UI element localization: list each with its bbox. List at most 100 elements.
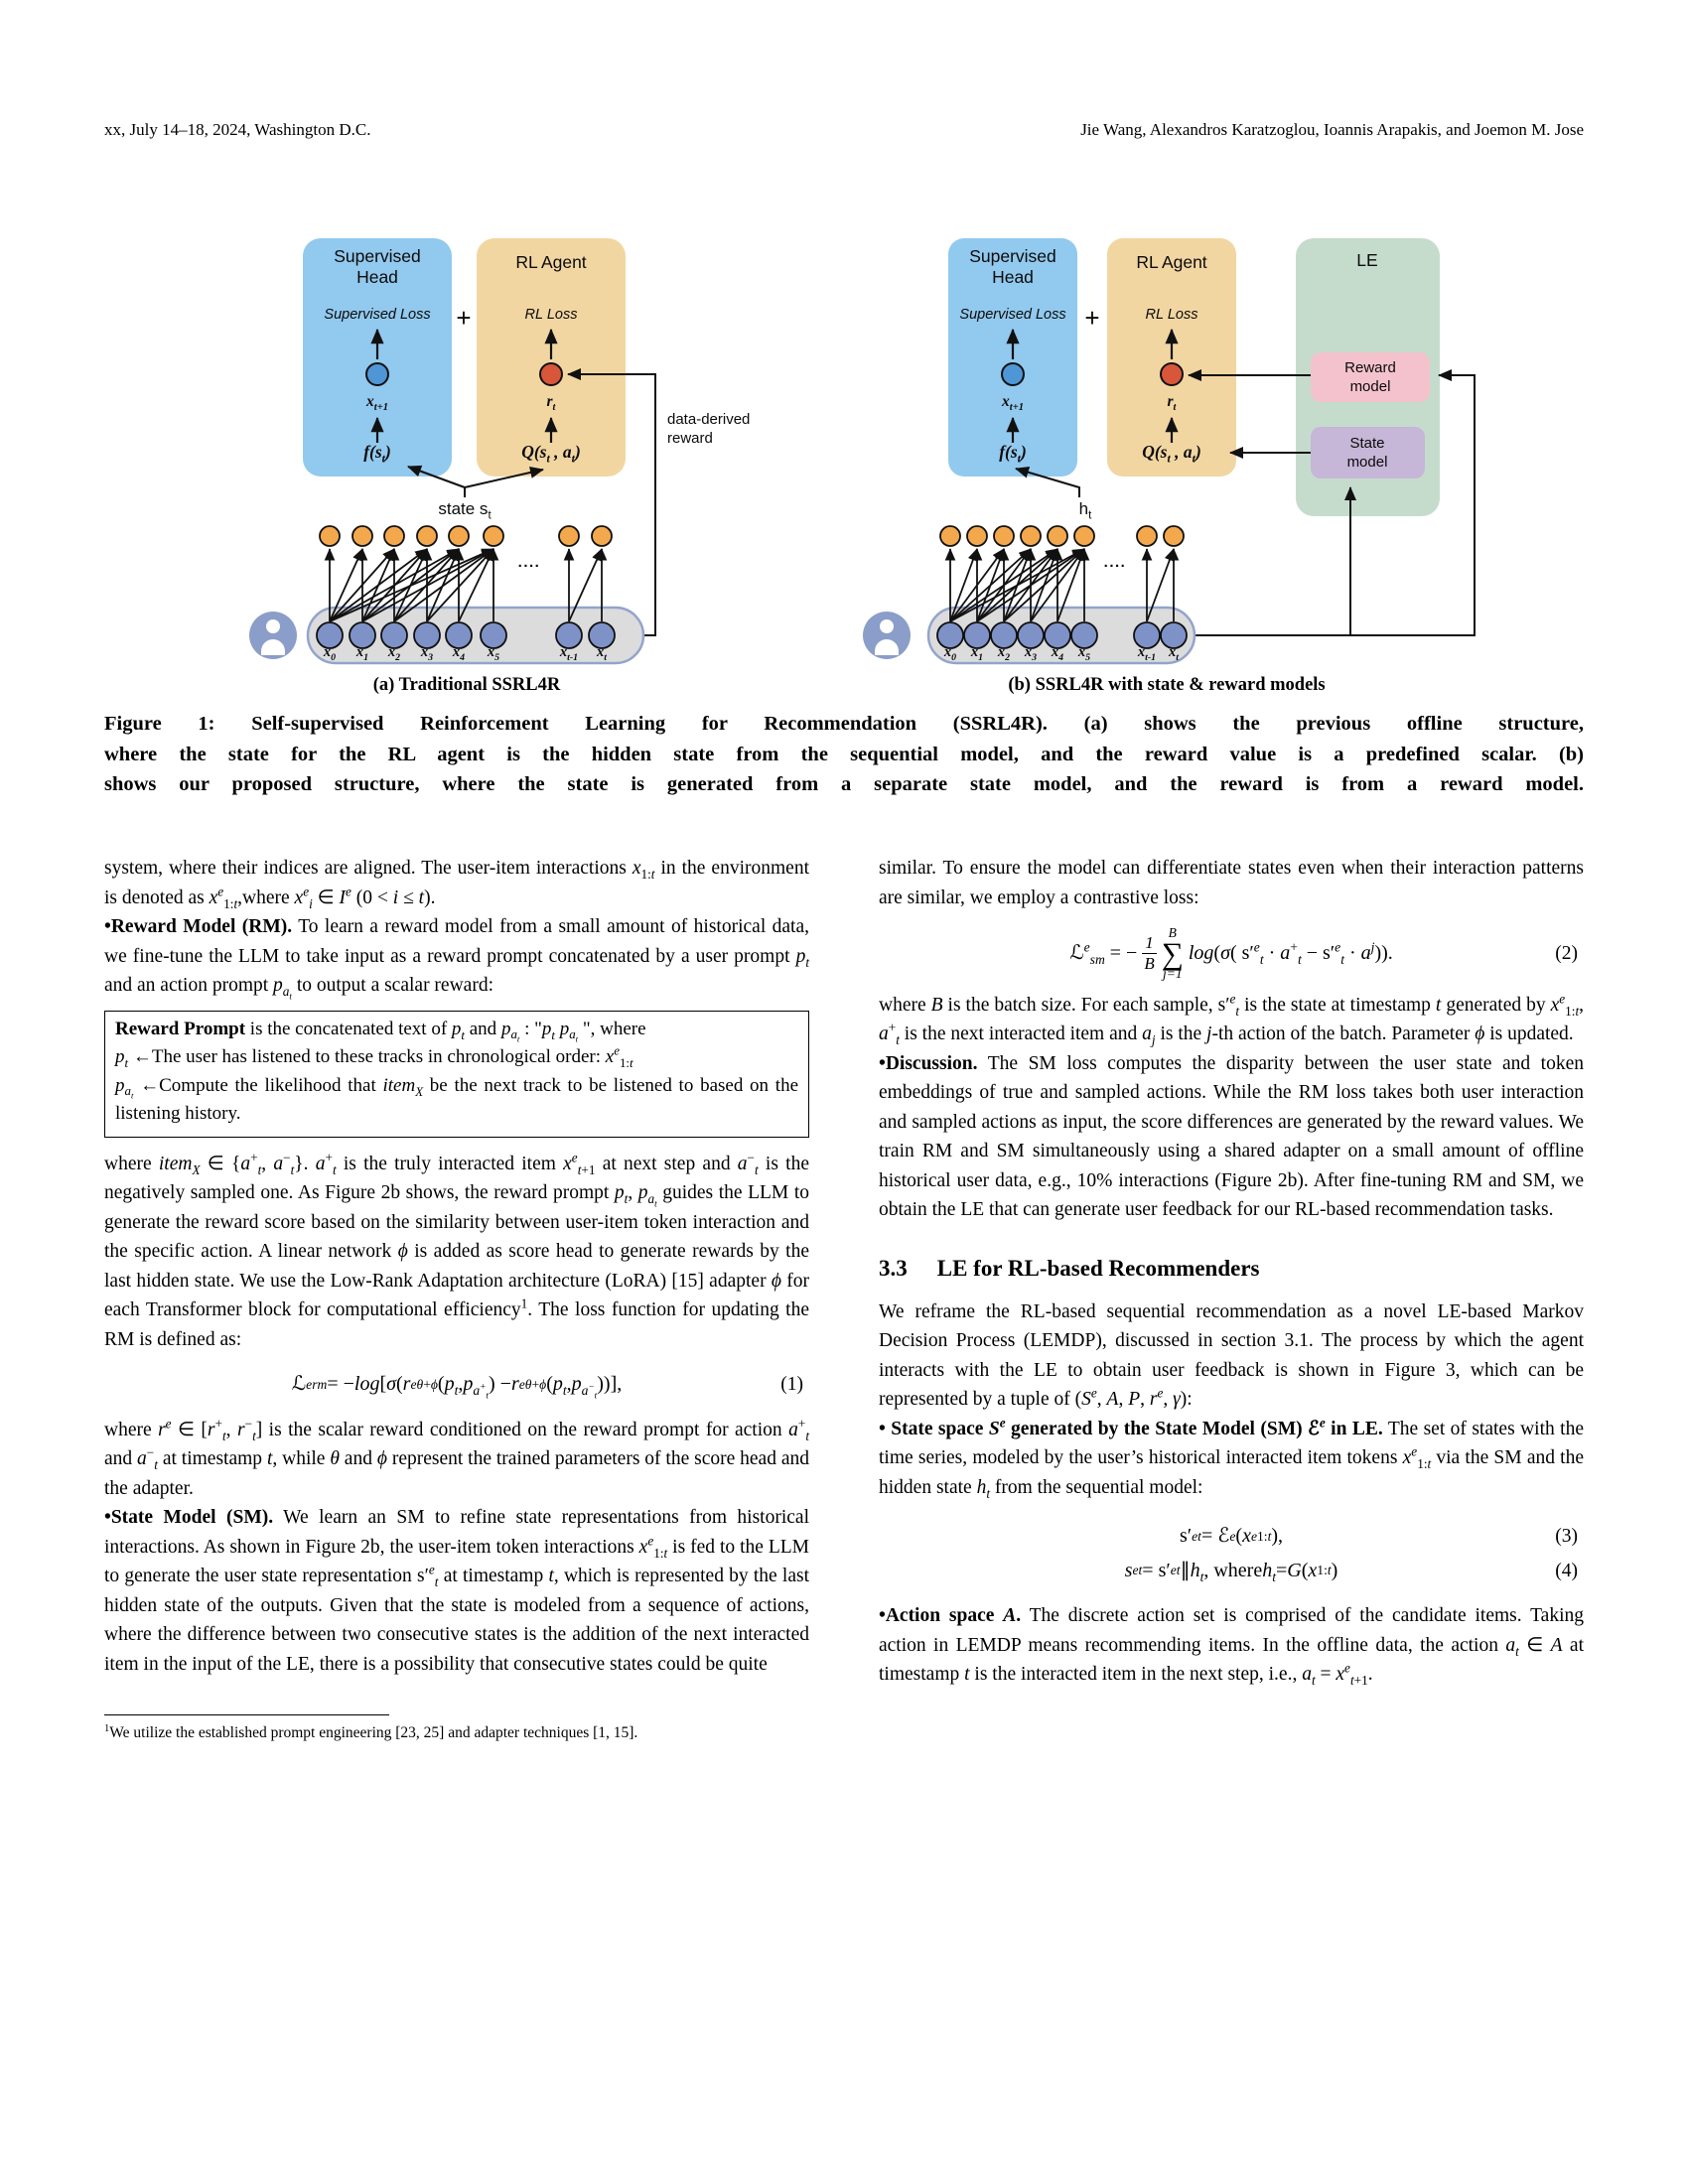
paragraph: system, where their indices are aligned.… [104, 858, 809, 911]
figure-caption-line: shows our proposed structure, where the … [104, 773, 1584, 795]
token-x2: x2 [387, 644, 401, 663]
q-fn-label: Q(st , at) [521, 442, 581, 466]
paragraph: similar. To ensure the model can differe… [879, 858, 1584, 908]
reward-value-label: rt [1167, 393, 1177, 414]
figure-caption-line: Figure 1: Self-supervised Reinforcement … [104, 713, 1584, 735]
footnote-rule [104, 1714, 389, 1715]
discussion-paragraph: •Discussion. The SM loss computes the di… [879, 1052, 1584, 1221]
supervised-node [365, 362, 389, 386]
supervised-loss-label: Supervised Loss [324, 307, 431, 323]
sigma-symbol: ∑ [1161, 935, 1184, 971]
token-x0: x0 [323, 644, 337, 663]
equation-2: ℒesm = − 1 B B ∑ j=1 log(σ( s′et · a+t −… [879, 926, 1584, 981]
token-x5: x5 [487, 644, 500, 663]
reward-model-paragraph: •Reward Model (RM). To learn a reward mo… [104, 916, 809, 1002]
equation-2-body: ℒesm = − 1 B B ∑ j=1 log(σ( s′et · a+t −… [1069, 926, 1393, 981]
equation-2-number: (2) [1555, 942, 1578, 964]
subfigure-a: Supervised Head Supervised Loss xt+1 f(s… [184, 208, 779, 705]
le-title: LE [1356, 250, 1378, 270]
input-tokens [936, 621, 1188, 649]
q-fn-label: Q(st , at) [1142, 442, 1201, 466]
equation-2-rhs: log(σ( s′et · a+t − s′et · aj)). [1188, 939, 1393, 967]
summation: B ∑ j=1 [1161, 925, 1184, 982]
token-x0: x0 [943, 644, 957, 663]
reward-model-label: Reward model [1344, 359, 1396, 395]
paragraph: We reframe the RL-based sequential recom… [879, 1300, 1584, 1411]
state-space-paragraph: • State space Se generated by the State … [879, 1415, 1585, 1501]
authors-header: Jie Wang, Alexandros Karatzoglou, Ioanni… [1080, 120, 1584, 139]
footnote: 1We utilize the established prompt engin… [104, 1722, 638, 1741]
reward-value-label: rt [546, 393, 556, 414]
reward-prompt-box: Reward Prompt is the concatenated text o… [104, 1010, 809, 1138]
token-xt: xt [1169, 644, 1179, 663]
state-model-box [1311, 427, 1425, 478]
equation-3-number: (3) [1555, 1526, 1578, 1548]
section-number: 3.3 [879, 1255, 908, 1281]
state-label: state st [438, 499, 492, 522]
ellipsis: .... [517, 554, 541, 571]
subfigure-b: Supervised Head Supervised Loss xt+1 f(s… [829, 208, 1504, 705]
token-xt-1: xt-1 [559, 644, 579, 663]
paragraph: where itemX ∈ {a+t, a−t}. a+t is the tru… [104, 1150, 810, 1350]
rl-agent-title: RL Agent [515, 252, 587, 272]
input-sequence-pill [306, 606, 645, 665]
output-tokens [319, 525, 613, 547]
data-derived-reward-line [567, 368, 656, 636]
user-icon [863, 612, 911, 659]
subfigure-a-graphics [249, 238, 656, 665]
reward-node [1160, 362, 1184, 386]
subfigure-b-graphics [863, 238, 1476, 665]
input-tokens [316, 621, 616, 649]
token-x3: x3 [1024, 644, 1038, 663]
figure-caption-line: where the state for the RL agent is the … [104, 743, 1584, 765]
plus-sign: + [456, 303, 472, 333]
equation-1-number: (1) [780, 1374, 803, 1395]
output-tokens [939, 525, 1185, 547]
next-item-label: xt+1 [366, 393, 388, 414]
supervised-loss-label: Supervised Loss [959, 307, 1066, 323]
supervised-fn-label: f(st) [999, 442, 1027, 466]
hidden-state-label: ht [1078, 499, 1092, 522]
supervised-fn-label: f(st) [363, 442, 391, 466]
token-x2: x2 [997, 644, 1011, 663]
rl-agent-title: RL Agent [1136, 252, 1207, 272]
state-model-label: State model [1346, 435, 1388, 471]
ellipsis: .... [1103, 554, 1127, 571]
reward-model-box [1311, 352, 1430, 402]
hidden-state-arrow [1015, 466, 1080, 497]
rl-loss-label: RL Loss [524, 307, 578, 323]
data-derived-reward-label: data-derived reward [667, 411, 751, 447]
token-x3: x3 [420, 644, 434, 663]
equation-2-lhs: ℒesm = − [1069, 939, 1138, 967]
section-title: LE for RL-based Recommenders [936, 1255, 1260, 1281]
left-column: system, where their indices are aligned.… [104, 854, 809, 1743]
token-xt-1: xt-1 [1137, 644, 1157, 663]
fraction: 1 B [1142, 933, 1157, 973]
subfigure-b-caption: (b) SSRL4R with state & reward models [1008, 675, 1326, 695]
rl-loss-label: RL Loss [1145, 307, 1198, 323]
reward-node [539, 362, 563, 386]
figure-caption: Figure 1: Self-supervised Reinforcement … [104, 709, 1584, 800]
state-model-paragraph: •State Model (SM). We learn an SM to ref… [104, 1507, 810, 1675]
attention-edges [324, 548, 608, 622]
plus-sign: + [1084, 303, 1100, 333]
supervised-head-title: Supervised Head [334, 246, 421, 287]
token-x4: x4 [1051, 644, 1064, 663]
running-header: xx, July 14–18, 2024, Washington D.C. Ji… [104, 120, 1584, 140]
supervised-head-title: Supervised Head [969, 246, 1056, 287]
action-space-paragraph: •Action space A. The discrete action set… [879, 1605, 1585, 1689]
conference-info: xx, July 14–18, 2024, Washington D.C. [104, 120, 371, 139]
supervised-node [1001, 362, 1025, 386]
attention-edges [944, 548, 1180, 622]
user-icon [249, 612, 297, 659]
sequence-to-reward-model-line [1193, 369, 1476, 636]
token-x1: x1 [355, 644, 369, 663]
equation-4-number: (4) [1555, 1560, 1578, 1581]
